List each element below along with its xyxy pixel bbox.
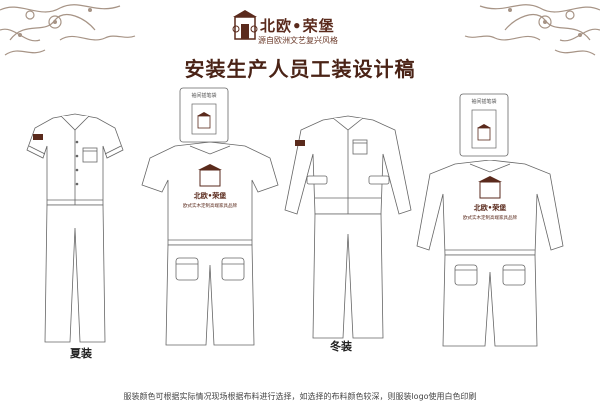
winter-uniform-back: 北欧•荣堡 欧式实木定制高端家具品牌 [416, 160, 564, 347]
winter-label: 冬装 [330, 340, 352, 353]
footer-note: 服装颜色可根据实际情况现场根据布料进行选择，如选择的布料颜色较深，则服装logo… [123, 392, 477, 401]
winter-tag-caption: 袖间插笔袋 [471, 98, 496, 105]
summer-uniform-back: 北欧•荣堡 欧式实木定制高端家具品牌 [141, 141, 279, 346]
brand-name: 北欧•荣堡 [260, 17, 335, 35]
ornament-top-right [464, 4, 600, 56]
summer-uniform-front [26, 113, 124, 343]
winter-back-logo-name: 北欧•荣堡 [474, 203, 507, 212]
winter-pen-pocket-tag: 袖间插笔袋 [459, 93, 509, 157]
castle-logo-icon [232, 10, 258, 40]
summer-back-logo-sub: 欧式实木定制高端家具品牌 [183, 202, 237, 209]
summer-tag-caption: 袖间插笔袋 [191, 92, 216, 99]
brand-tagline: 源自欧洲文艺复兴风格 [258, 36, 338, 45]
summer-label: 夏装 [70, 347, 92, 360]
summer-pen-pocket-tag: 袖间插笔袋 [179, 87, 229, 143]
page-title: 安装生产人员工装设计稿 [184, 57, 416, 81]
winter-uniform-front [284, 115, 412, 339]
ornament-top-left [0, 4, 136, 56]
winter-back-logo-sub: 欧式实木定制高端家具品牌 [463, 214, 517, 221]
summer-back-logo-name: 北欧•荣堡 [194, 191, 227, 200]
